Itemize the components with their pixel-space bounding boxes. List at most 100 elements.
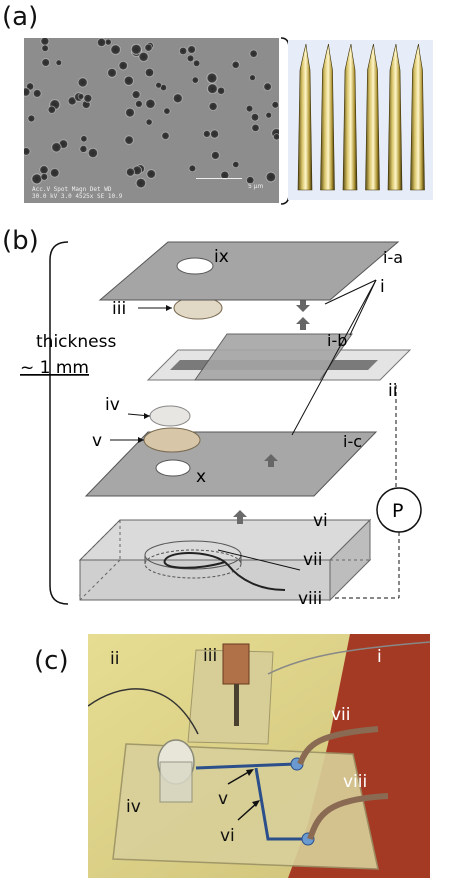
- label-i-b: i-b: [327, 331, 347, 350]
- label-v: v: [92, 431, 102, 451]
- electrode-tips-photo: [288, 40, 433, 200]
- sem-pore: [249, 49, 258, 58]
- sem-pore: [33, 89, 42, 98]
- label-vii: vii: [303, 550, 323, 570]
- thickness-brace: [49, 241, 69, 605]
- label-x: x: [196, 467, 206, 487]
- sem-pore: [67, 96, 77, 106]
- sem-pore: [124, 135, 134, 145]
- sem-pore: [220, 170, 230, 180]
- arrow-up-1: [233, 510, 247, 524]
- sem-pore: [211, 151, 220, 160]
- sem-pore: [79, 145, 88, 153]
- photo-label-iv: iv: [126, 797, 141, 817]
- panel-c-label: (c): [34, 646, 69, 676]
- arrow-up-3: [296, 317, 310, 330]
- sem-pore: [265, 171, 277, 183]
- sem-pore: [83, 94, 93, 103]
- sem-pore: [39, 165, 49, 175]
- sem-pore: [77, 77, 88, 88]
- label-p: P: [392, 500, 403, 522]
- device-photo: ii iii i vii viii iv v vi: [88, 634, 430, 878]
- label-ix: ix: [214, 247, 229, 267]
- sem-pore: [144, 67, 155, 78]
- sem-pore: [245, 105, 254, 113]
- sem-pore: [163, 107, 171, 115]
- sem-pore: [118, 61, 128, 71]
- sem-pore: [105, 38, 112, 46]
- sem-pore: [41, 58, 50, 67]
- sem-pore: [188, 164, 196, 172]
- sem-pore: [145, 118, 153, 126]
- electrode-tip: [410, 43, 425, 191]
- arrow-down-1: [296, 299, 310, 312]
- sem-pore: [135, 177, 147, 189]
- sem-micrograph: [24, 38, 279, 203]
- hole-x: [155, 459, 191, 477]
- sem-pore: [203, 130, 211, 138]
- photo-label-ii: ii: [110, 649, 119, 669]
- arrow-up-2: [264, 454, 278, 467]
- thickness-label-2: ~ 1 mm: [20, 358, 89, 378]
- sem-scale-label: 5 μm: [248, 183, 264, 190]
- sem-pore: [130, 43, 142, 55]
- sem-info-line2: 30.0 kV 3.0 4525x SE 10.9: [32, 193, 123, 200]
- photo-label-iii: iii: [203, 646, 217, 666]
- sem-pore: [55, 59, 62, 66]
- sem-pores-image: [24, 38, 279, 203]
- sem-pore: [246, 176, 255, 185]
- sem-pore: [24, 147, 31, 156]
- sem-pore: [207, 83, 218, 94]
- electrode-tip: [387, 43, 403, 191]
- sem-pore: [193, 59, 201, 67]
- sem-pore: [138, 51, 149, 62]
- sem-pore: [251, 123, 260, 132]
- photo-label-vii: vii: [331, 705, 351, 725]
- sem-pore: [146, 169, 156, 179]
- sem-pore: [126, 167, 135, 177]
- electrode-tip: [320, 43, 335, 191]
- sem-pore: [250, 113, 260, 122]
- sem-pore: [145, 98, 156, 109]
- device-schematic: thickness ~ 1 mm i-a ix i iii i-b ii iv …: [20, 241, 422, 609]
- sem-pore: [144, 43, 153, 52]
- wire-viii: [163, 552, 286, 591]
- thickness-label-1: thickness: [36, 332, 116, 352]
- sem-info-line1: Acc.V Spot Magn Det WD: [32, 186, 112, 193]
- label-vi: vi: [313, 511, 328, 531]
- sem-pore: [249, 74, 256, 81]
- photo-label-i: i: [377, 647, 382, 667]
- sem-pore: [125, 107, 135, 118]
- disk-iv: [149, 405, 191, 427]
- panel-a-label: (a): [2, 2, 39, 32]
- sem-pore: [40, 38, 50, 46]
- sem-pore: [51, 142, 62, 153]
- sem-pore: [135, 100, 143, 108]
- sem-pore: [110, 44, 121, 55]
- sem-pore: [191, 76, 199, 84]
- sem-pore: [155, 82, 162, 89]
- label-i-a: i-a: [383, 248, 403, 267]
- sem-pore: [161, 131, 170, 140]
- photo-label-viii: viii: [343, 772, 367, 792]
- sem-pore: [160, 84, 167, 91]
- sem-pore: [263, 82, 272, 91]
- label-viii: viii: [298, 589, 322, 609]
- sem-pore: [27, 114, 36, 123]
- sem-pore: [97, 38, 106, 47]
- sem-pore: [210, 129, 220, 139]
- sem-pore: [231, 60, 240, 69]
- label-i-c: i-c: [343, 432, 362, 451]
- sem-pore: [217, 86, 226, 95]
- sem-pore: [80, 135, 88, 143]
- electrode-tip: [297, 43, 313, 191]
- sem-pore: [131, 90, 141, 99]
- sem-pore: [172, 93, 183, 104]
- hole-ix: [176, 257, 214, 275]
- sem-scale-bar: [196, 178, 242, 179]
- sem-pore: [47, 105, 56, 114]
- sem-pore: [265, 112, 272, 119]
- panel-b-label: (b): [2, 226, 39, 256]
- sem-info: Acc.V Spot Magn Det WD 30.0 kV 3.0 4525x…: [32, 186, 122, 200]
- label-i: i: [380, 277, 385, 297]
